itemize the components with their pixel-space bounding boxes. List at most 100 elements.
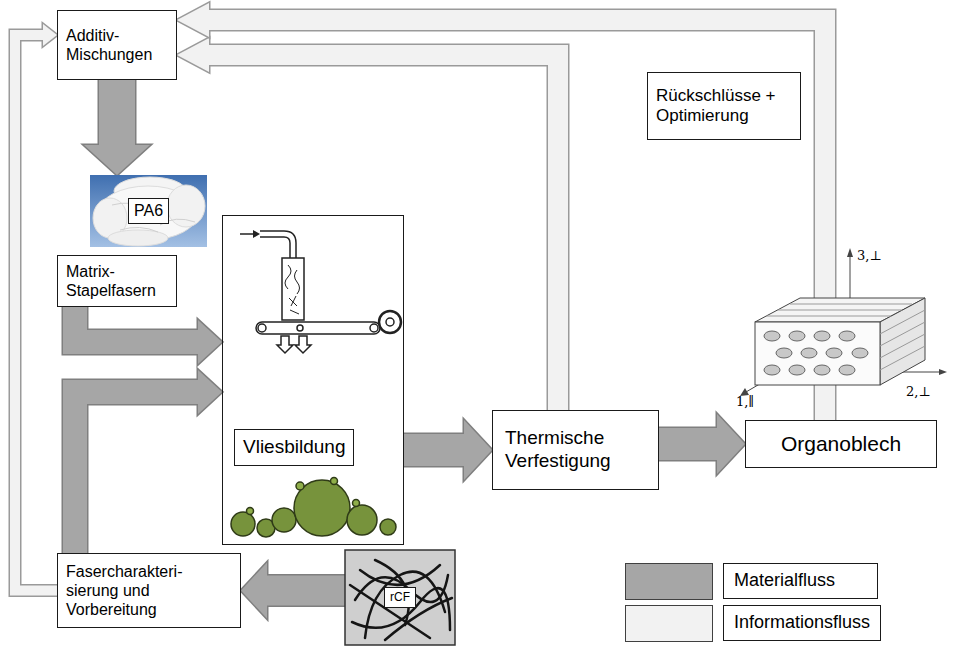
- arrowhead-outline: [177, 3, 209, 37]
- web-forming-illustration: [297, 325, 303, 331]
- rcf-photo: [345, 550, 455, 645]
- arrow-body: [75, 307, 200, 342]
- laminate-illustration: [764, 331, 780, 341]
- photo-label: rCF: [384, 587, 416, 607]
- laminate-illustration: [766, 304, 912, 316]
- arrowhead: [177, 3, 209, 37]
- legend-box: Informationsfluss: [723, 605, 881, 641]
- product-box: Organoblech: [745, 420, 937, 468]
- laminate-illustration: [880, 310, 925, 370]
- web-forming-illustration: [277, 336, 293, 353]
- process-box: Thermische Verfestigung: [492, 410, 659, 490]
- flow-arrow: [404, 420, 492, 480]
- legend-box: Materialfluss: [723, 563, 878, 599]
- legend-swatch: [625, 563, 713, 600]
- web-forming-illustration: [386, 318, 394, 326]
- material-photo: PA6: [90, 175, 207, 247]
- process-frame: Vliesbildung: [222, 215, 404, 545]
- box-text: Fasercharakteri- sierung und Vorbereitun…: [66, 562, 232, 620]
- flow-arrow: [177, 38, 558, 410]
- arrow-body: [15, 35, 57, 591]
- arrow-body: [404, 434, 466, 466]
- arrowhead-outline: [177, 38, 209, 72]
- arrow-body: [659, 428, 719, 460]
- laminate-illustration: [839, 331, 855, 341]
- axis-label: 2,⊥: [906, 384, 931, 400]
- laminate-illustration: [850, 255, 851, 300]
- fiber-particles: [231, 478, 396, 538]
- arrowhead: [43, 24, 57, 46]
- web-forming-illustration: [240, 230, 401, 353]
- laminate-illustration: [789, 365, 805, 375]
- arrowhead: [464, 420, 492, 480]
- legend-text: Materialfluss: [734, 570, 867, 592]
- pa6-photo: [167, 185, 205, 227]
- laminate-illustration: [764, 365, 780, 375]
- arrowhead: [198, 320, 222, 364]
- box-text: Additiv- Mischungen: [66, 26, 168, 64]
- web-forming-illustration: [285, 265, 300, 314]
- web-forming-illustration: [253, 230, 260, 238]
- pa6-photo: [90, 175, 207, 247]
- note-box: Rückschlüsse + Optimierung: [647, 72, 801, 140]
- arrowhead-outline: [43, 24, 57, 46]
- arrow-outline: [265, 574, 345, 607]
- arrow-body: [207, 20, 825, 420]
- arrowhead-outline: [464, 420, 492, 480]
- rcf-photo: [350, 585, 430, 638]
- arrow-outline: [404, 433, 466, 468]
- axis-label: 1,∥: [736, 394, 754, 410]
- fiber-particles: [296, 482, 304, 490]
- arrow-body: [75, 392, 200, 553]
- arrowhead: [198, 370, 222, 414]
- box-text: Rückschlüsse + Optimierung: [656, 86, 792, 127]
- rcf-photo: [350, 560, 452, 640]
- laminate-illustration: [852, 348, 868, 358]
- input-box: Matrix- Stapelfasern: [57, 255, 177, 307]
- arrowhead-outline: [241, 563, 267, 619]
- pa6-photo: [90, 175, 207, 247]
- flow-arrow: [15, 24, 57, 591]
- material-photo: rCF: [345, 550, 455, 645]
- arrow-outline: [75, 392, 200, 553]
- flow-arrow: [84, 80, 150, 175]
- arrowhead: [84, 145, 150, 175]
- web-forming-illustration: [240, 233, 254, 235]
- laminate-illustration: [880, 298, 925, 385]
- fiber-particles: [380, 519, 396, 535]
- laminate-illustration: [847, 248, 853, 257]
- fiber-particles: [331, 478, 338, 485]
- arrow-body: [99, 80, 135, 147]
- laminate-illustration: [801, 348, 817, 358]
- photo-label: PA6: [128, 198, 169, 223]
- fiber-particles: [347, 505, 377, 535]
- arrow-outline: [659, 427, 719, 462]
- web-forming-illustration: [260, 231, 296, 258]
- arrowhead: [177, 38, 209, 72]
- laminate-illustration: [826, 348, 842, 358]
- axis-label: 3,⊥: [857, 248, 882, 264]
- laminate-illustration: [776, 348, 792, 358]
- flow-arrow: [659, 414, 745, 474]
- arrow-outline: [98, 80, 137, 147]
- laminate-illustration: [839, 365, 855, 375]
- fiber-particles: [272, 508, 296, 532]
- flow-arrow: [241, 563, 345, 619]
- web-forming-illustration: [379, 311, 401, 333]
- fiber-particles: [247, 508, 254, 515]
- arrow-outline: [207, 20, 825, 420]
- arrowhead-outline: [84, 145, 150, 175]
- arrow-body: [207, 55, 558, 410]
- arrowhead-outline: [198, 320, 222, 364]
- laminate-illustration: [764, 331, 868, 375]
- legend-text: Informationsfluss: [734, 612, 870, 634]
- laminate-illustration: [740, 248, 947, 396]
- box-text: Organoblech: [762, 431, 920, 456]
- fiber-particles: [353, 500, 360, 507]
- laminate-illustration: [789, 331, 805, 341]
- rcf-photo: [345, 550, 455, 645]
- web-forming-illustration: [282, 258, 304, 320]
- web-forming-illustration: [256, 322, 380, 334]
- pa6-photo: [108, 230, 168, 246]
